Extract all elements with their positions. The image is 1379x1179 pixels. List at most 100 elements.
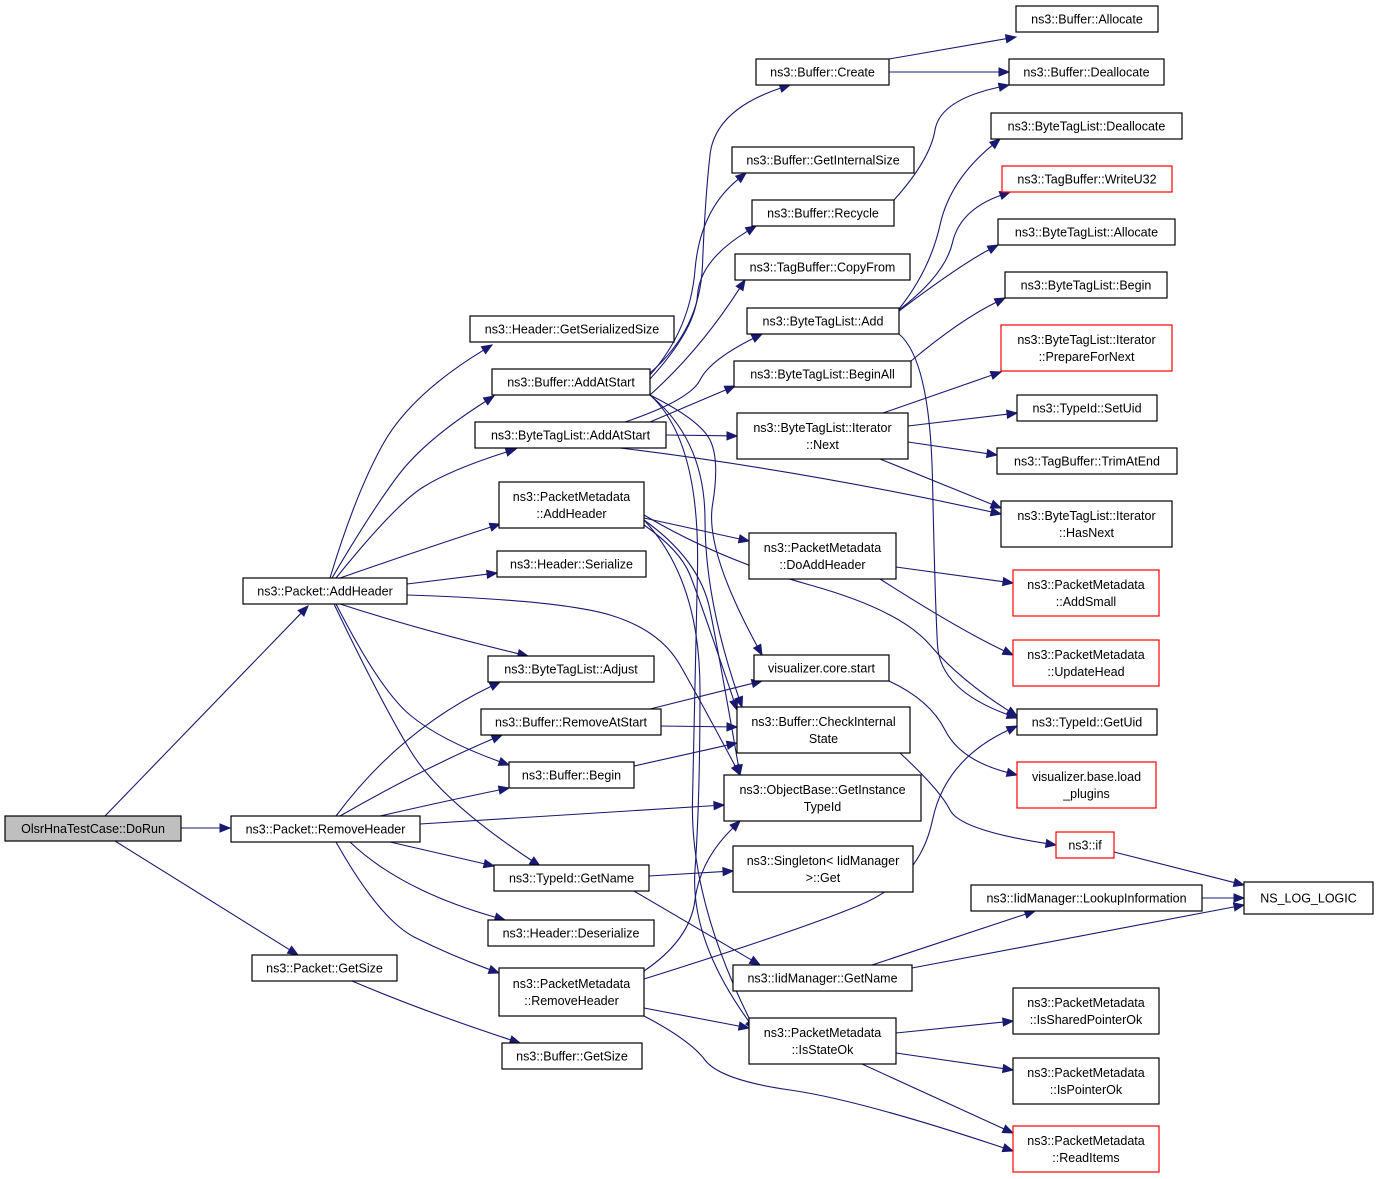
node-tb-trimatend[interactable]: ns3::TagBuffer::TrimAtEnd (996, 447, 1178, 475)
arrowhead (723, 385, 737, 395)
node-box (1012, 987, 1160, 1035)
node-btl-it-prepare[interactable]: ns3::ByteTagList::Iterator::PrepareForNe… (1000, 324, 1173, 372)
node-buf-getinternalsize[interactable]: ns3::Buffer::GetInternalSize (731, 146, 915, 174)
node-iid-lookupinformation[interactable]: ns3::IidManager::LookupInformation (970, 884, 1203, 912)
node-buf-removeatstart[interactable]: ns3::Buffer::RemoveAtStart (480, 708, 662, 736)
node-label: visualizer.core.start (768, 662, 876, 676)
node-pm-isstateok[interactable]: ns3::PacketMetadata::IsStateOk (748, 1017, 897, 1065)
node-iid-getname[interactable]: ns3::IidManager::GetName (732, 964, 913, 992)
node-box (1012, 1125, 1160, 1173)
node-box (1016, 761, 1157, 809)
arrowhead (1004, 34, 1018, 44)
node-box (734, 253, 911, 281)
arrowhead (986, 244, 1000, 255)
call-edge-pkt_addheader-to-buf_addatstart (331, 395, 496, 579)
call-edge-btl_add-to-btl_deallocate (898, 138, 1002, 310)
node-vis-core-start[interactable]: visualizer.core.start (753, 654, 890, 682)
node-buf-allocate[interactable]: ns3::Buffer::Allocate (1015, 5, 1159, 33)
call-edge-iid_lookupinformation-to-ns_log_logic (1202, 893, 1246, 903)
node-pm-addsmall[interactable]: ns3::PacketMetadata::AddSmall (1012, 569, 1160, 617)
node-hdr-getserializedsize[interactable]: ns3::Header::GetSerializedSize (469, 315, 675, 343)
node-buf-create[interactable]: ns3::Buffer::Create (755, 58, 890, 86)
node-btl-addatstart[interactable]: ns3::ByteTagList::AddAtStart (474, 421, 667, 449)
node-btl-it-next[interactable]: ns3::ByteTagList::Iterator::Next (736, 412, 909, 460)
call-edge-pkt_removeheader-to-btl_adjust (335, 681, 502, 817)
node-hdr-deserialize[interactable]: ns3::Header::Deserialize (487, 919, 655, 947)
call-edge-pkt_addheader-to-btl_addatstart (335, 447, 518, 579)
node-pkt-addheader[interactable]: ns3::Packet::AddHeader (242, 577, 408, 605)
node-root[interactable]: OlsrHnaTestCase::DoRun (4, 815, 182, 842)
node-box (731, 146, 915, 174)
node-pm-doaddheader[interactable]: ns3::PacketMetadata::DoAddHeader (748, 532, 897, 580)
node-typeid-setuid[interactable]: ns3::TypeId::SetUid (1016, 394, 1158, 422)
node-typeid-getname[interactable]: ns3::TypeId::GetName (493, 864, 650, 892)
node-label: ns3::Singleton< IidManager (747, 854, 900, 868)
node-label: ns3::TypeId::GetUid (1032, 716, 1143, 730)
node-pm-readitems[interactable]: ns3::PacketMetadata::ReadItems (1012, 1125, 1160, 1173)
node-label: ns3::ByteTagList::Iterator (1017, 333, 1155, 347)
arrowhead (1001, 1124, 1015, 1134)
node-label: ns3::PacketMetadata (764, 541, 881, 555)
node-pkt-removeheader[interactable]: ns3::Packet::RemoveHeader (230, 815, 421, 843)
node-label: ns3::Buffer::GetSize (516, 1050, 628, 1064)
node-label: ns3::ByteTagList::Deallocate (1008, 120, 1166, 134)
arrowhead (989, 370, 1003, 380)
arrowhead (1001, 646, 1015, 656)
node-label: ns3::IidManager::GetName (747, 972, 897, 986)
node-btl-allocate[interactable]: ns3::ByteTagList::Allocate (997, 218, 1176, 246)
arrowhead (1001, 576, 1015, 587)
node-label: ns3::TypeId::GetName (509, 872, 634, 886)
call-edge-vis_core_start-to-vis_base_loadplugins (888, 680, 1019, 777)
arrowhead (1001, 1063, 1015, 1074)
node-btl-deallocate[interactable]: ns3::ByteTagList::Deallocate (990, 112, 1183, 140)
node-pm-addheader[interactable]: ns3::PacketMetadata::AddHeader (498, 481, 645, 529)
node-label: ns3::Header::GetSerializedSize (485, 323, 659, 337)
node-pm-removeheader[interactable]: ns3::PacketMetadata::RemoveHeader (498, 967, 645, 1017)
node-tb-writeu32[interactable]: ns3::TagBuffer::WriteU32 (1001, 165, 1173, 193)
node-label: ns3::Header::Serialize (510, 558, 633, 572)
node-hdr-serialize[interactable]: ns3::Header::Serialize (496, 550, 647, 578)
node-label: ns3::Header::Deserialize (503, 927, 640, 941)
call-edge-btl_it_next-to-btl_it_hasnext (879, 458, 1003, 509)
call-edge-btl_addatstart-to-btl_it_next (665, 431, 739, 441)
node-pm-updatehead[interactable]: ns3::PacketMetadata::UpdateHead (1012, 639, 1160, 687)
node-btl-beginall[interactable]: ns3::ByteTagList::BeginAll (733, 360, 912, 388)
node-ns-log-logic[interactable]: NS_LOG_LOGIC (1243, 881, 1374, 915)
call-edge-buf_removeatstart-to-vis_core_start (649, 678, 764, 710)
node-btl-begin[interactable]: ns3::ByteTagList::Begin (1004, 271, 1168, 299)
node-label: ns3::ByteTagList::AddAtStart (491, 429, 651, 443)
node-label: ns3::Buffer::CheckInternal (751, 715, 895, 729)
node-btl-add[interactable]: ns3::ByteTagList::Add (746, 307, 900, 335)
node-ns3-if[interactable]: ns3::if (1055, 831, 1115, 859)
node-buf-begin[interactable]: ns3::Buffer::Begin (508, 761, 635, 789)
node-label: ns3::Buffer::Begin (522, 769, 621, 783)
node-pm-ispointerok[interactable]: ns3::PacketMetadata::IsPointerOk (1012, 1057, 1160, 1105)
arrowhead (297, 605, 309, 617)
arrowhead (726, 722, 739, 732)
node-label: ns3::IidManager::LookupInformation (986, 892, 1186, 906)
node-buf-addatstart[interactable]: ns3::Buffer::AddAtStart (491, 368, 651, 396)
node-pkt-getsize[interactable]: ns3::Packet::GetSize (251, 954, 398, 982)
arrowhead (488, 522, 502, 532)
node-box (1016, 394, 1158, 422)
node-tb-copyfrom[interactable]: ns3::TagBuffer::CopyFrom (734, 253, 911, 281)
arrowhead (497, 785, 511, 795)
arrowhead (737, 1021, 751, 1031)
node-pm-issharedpointerok[interactable]: ns3::PacketMetadata::IsSharedPointerOk (1012, 987, 1160, 1035)
node-vis-base-loadplugins[interactable]: visualizer.base.load_plugins (1016, 761, 1157, 809)
node-typeid-getuid[interactable]: ns3::TypeId::GetUid (1016, 708, 1158, 736)
node-btl-it-hasnext[interactable]: ns3::ByteTagList::Iterator::HasNext (1000, 500, 1173, 548)
node-label: ::PrepareForNext (1039, 350, 1135, 364)
node-buf-getsize[interactable]: ns3::Buffer::GetSize (501, 1042, 643, 1070)
node-singleton-get[interactable]: ns3::Singleton< IidManager>::Get (732, 845, 914, 893)
node-btl-adjust[interactable]: ns3::ByteTagList::Adjust (487, 655, 655, 683)
arrowhead (497, 756, 511, 766)
call-edge-buf_addatstart-to-buf_getinternalsize (649, 172, 748, 376)
node-buf-deallocate[interactable]: ns3::Buffer::Deallocate (1008, 58, 1165, 86)
call-edge-pm_removeheader-to-pm_readitems (643, 1015, 1015, 1153)
node-buf-recycle[interactable]: ns3::Buffer::Recycle (751, 199, 895, 227)
node-box (230, 815, 421, 843)
node-label: ns3::TagBuffer::CopyFrom (750, 261, 896, 275)
